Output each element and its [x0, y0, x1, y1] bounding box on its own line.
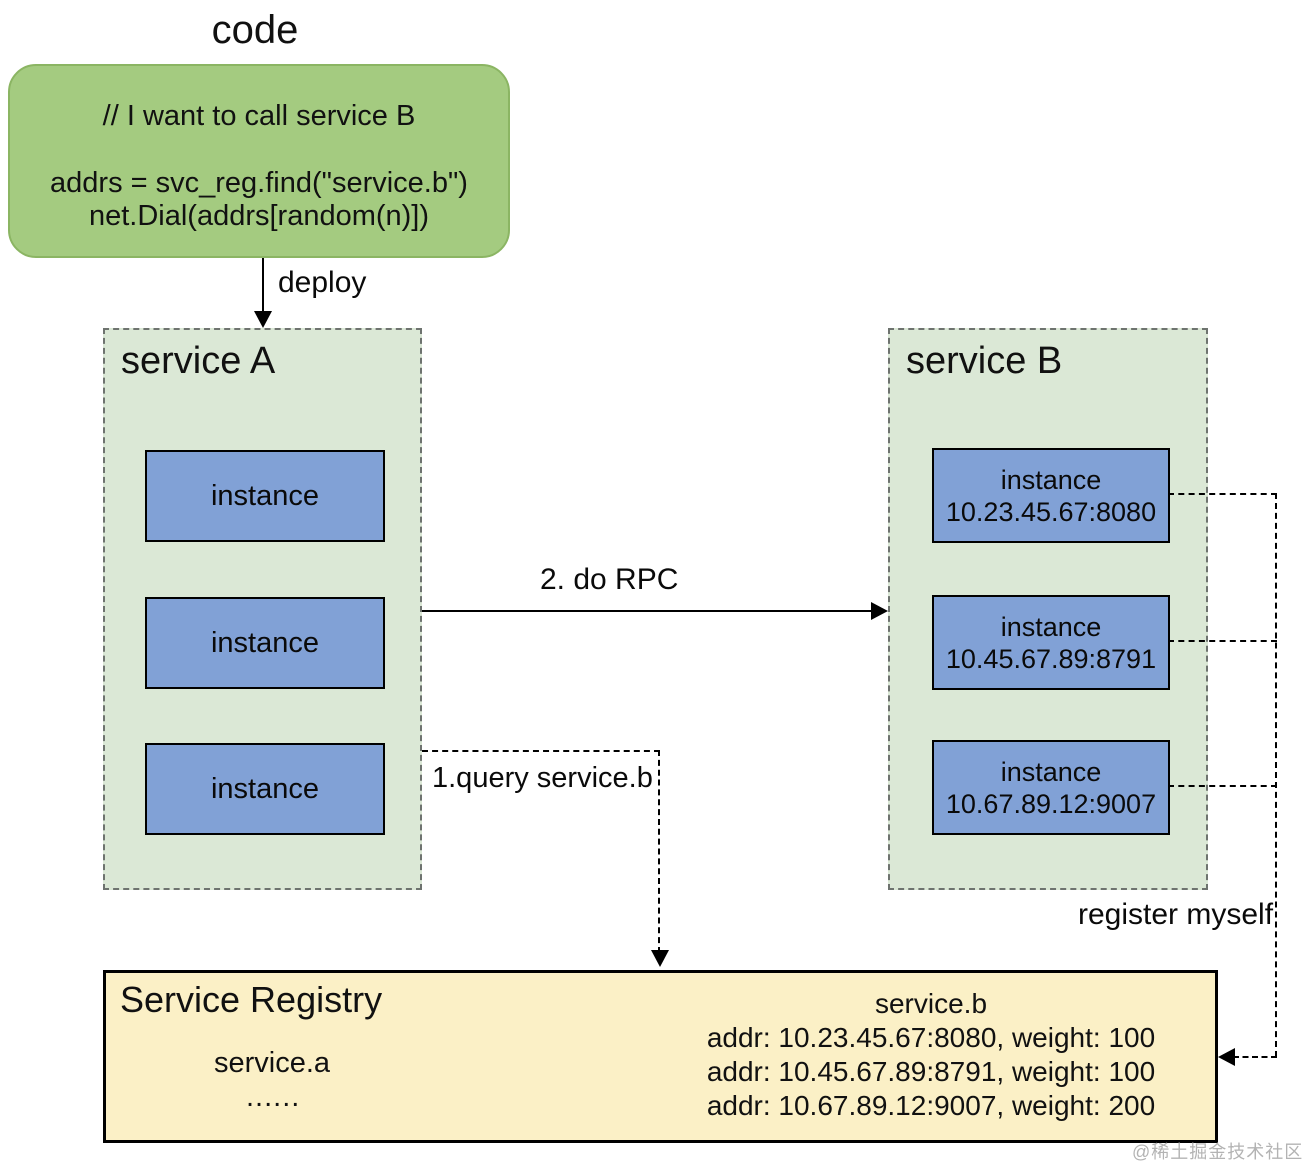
service-registry-title: Service Registry — [120, 979, 383, 1020]
register-line-vertical — [1275, 493, 1277, 1057]
service-a-instance-3: instance — [145, 743, 385, 835]
service-b-title: service B — [906, 340, 1063, 382]
query-line-horizontal — [422, 750, 660, 752]
registry-ellipsis: ...... — [246, 1081, 301, 1113]
query-label: 1.query service.b — [432, 762, 653, 794]
code-line-2: net.Dial(addrs[random(n)]) — [88, 200, 430, 232]
registry-service-b-entry: addr: 10.45.67.89:8791, weight: 100 — [706, 1056, 1156, 1087]
service-b-container: service B instance 10.23.45.67:8080 inst… — [888, 328, 1208, 890]
registry-service-b-entry: addr: 10.67.89.12:9007, weight: 200 — [706, 1090, 1156, 1121]
registry-service-b-entry: addr: 10.23.45.67:8080, weight: 100 — [706, 1022, 1156, 1053]
service-a-instance-1: instance — [145, 450, 385, 542]
instance-address: 10.67.89.12:9007 — [945, 788, 1157, 819]
rpc-arrow-line — [422, 610, 874, 612]
code-comment: // I want to call service B — [102, 100, 416, 132]
registry-service-b-block: service.b addr: 10.23.45.67:8080, weight… — [666, 987, 1196, 1123]
deploy-label: deploy — [278, 266, 367, 299]
instance-address: 10.23.45.67:8080 — [945, 496, 1157, 527]
service-a-instance-2: instance — [145, 597, 385, 689]
deploy-arrow-line — [262, 258, 264, 312]
registry-service-b-name: service.b — [874, 988, 988, 1019]
instance-label: instance — [210, 772, 319, 805]
query-line-vertical — [658, 750, 660, 953]
service-registry-container: Service Registry service.a ...... servic… — [103, 970, 1218, 1143]
instance-address: 10.45.67.89:8791 — [945, 643, 1157, 674]
instance-label: instance — [1000, 464, 1102, 495]
deploy-arrowhead-icon — [254, 311, 272, 328]
register-label: register myself — [1078, 898, 1274, 931]
register-line-2 — [1168, 640, 1277, 642]
service-a-title: service A — [121, 340, 276, 382]
service-b-instance-3: instance 10.67.89.12:9007 — [932, 740, 1170, 835]
instance-label: instance — [210, 626, 319, 659]
code-line-1: addrs = svc_reg.find("service.b") — [50, 167, 468, 199]
service-a-container: service A instance instance instance — [103, 328, 422, 890]
rpc-arrowhead-icon — [871, 602, 888, 620]
register-arrowhead-icon — [1218, 1048, 1235, 1066]
code-title: code — [211, 8, 299, 52]
watermark: @稀土掘金技术社区 — [1132, 1142, 1304, 1162]
instance-label: instance — [1000, 611, 1102, 642]
service-b-instance-2: instance 10.45.67.89:8791 — [932, 595, 1170, 690]
service-b-instance-1: instance 10.23.45.67:8080 — [932, 448, 1170, 543]
query-arrowhead-icon — [651, 950, 669, 967]
register-line-1 — [1168, 493, 1277, 495]
instance-label: instance — [1000, 756, 1102, 787]
registry-service-a-entry: service.a — [214, 1047, 331, 1079]
code-box: // I want to call service B addrs = svc_… — [8, 64, 510, 258]
register-line-to-registry — [1233, 1056, 1277, 1058]
register-line-3 — [1168, 785, 1277, 787]
rpc-label: 2. do RPC — [540, 563, 679, 596]
instance-label: instance — [210, 479, 319, 512]
